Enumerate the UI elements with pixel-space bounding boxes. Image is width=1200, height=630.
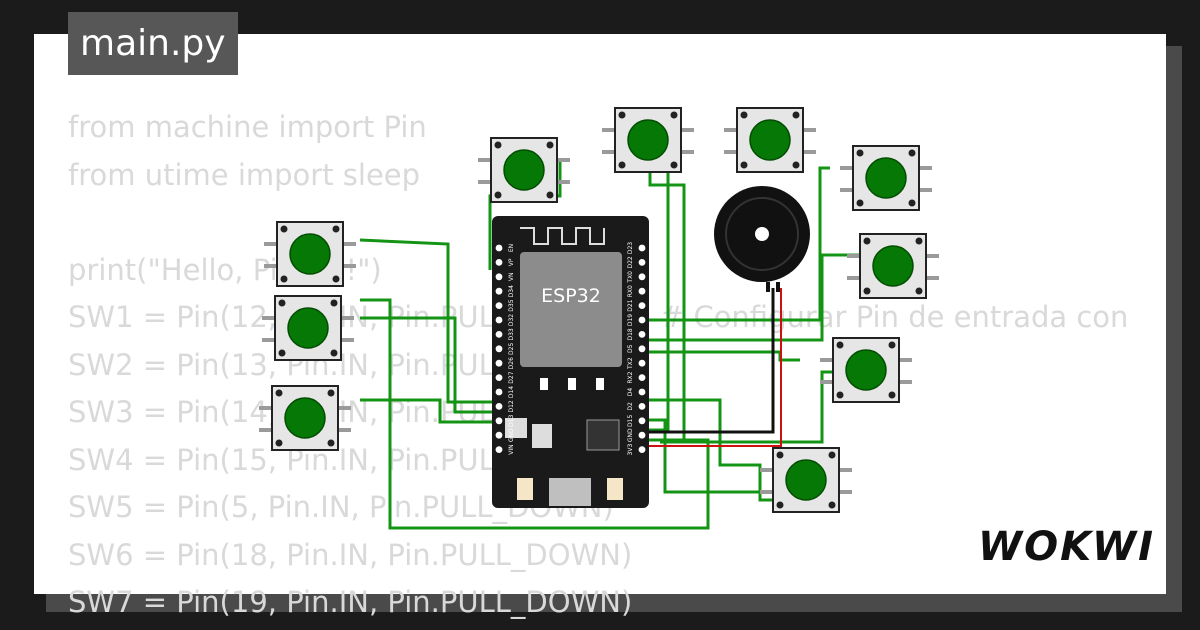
pin-label: D13 xyxy=(508,414,515,426)
pin-label: D35 xyxy=(508,299,515,311)
push-button[interactable] xyxy=(262,295,354,361)
code-line: from utime import sleep xyxy=(68,157,421,192)
pin[interactable] xyxy=(638,287,646,295)
pin-label: D18 xyxy=(627,328,634,340)
pin[interactable] xyxy=(495,345,503,353)
code-listing: from machine import Pin from utime import… xyxy=(68,104,1128,627)
push-button[interactable] xyxy=(847,233,939,299)
pin[interactable] xyxy=(495,259,503,266)
pin-label: D4 xyxy=(627,388,634,397)
pin[interactable] xyxy=(638,431,646,439)
pin[interactable] xyxy=(495,302,503,309)
pin[interactable] xyxy=(638,446,646,453)
pin-label: TX0 xyxy=(627,271,634,284)
push-button[interactable] xyxy=(259,385,351,451)
pin[interactable] xyxy=(638,273,646,281)
pin-label: D21 xyxy=(627,299,634,311)
pin-label: 3V3 xyxy=(627,444,634,456)
pin-label: VIN xyxy=(508,444,515,454)
pin-label: RX0 xyxy=(627,285,634,297)
pin[interactable] xyxy=(495,287,503,295)
pin-label: VN xyxy=(508,273,515,282)
pin[interactable] xyxy=(495,403,503,410)
pin[interactable] xyxy=(638,259,646,266)
pin-label: RX2 xyxy=(627,371,634,383)
pin-label: D15 xyxy=(627,414,634,426)
pin-label: EN xyxy=(508,244,515,252)
code-line: from machine import Pin xyxy=(68,110,427,144)
pin[interactable] xyxy=(638,331,646,338)
pin-label: D22 xyxy=(627,256,634,268)
pin[interactable] xyxy=(495,273,503,281)
pin[interactable] xyxy=(495,431,503,439)
esp32-label: ESP32 xyxy=(541,285,601,307)
pin-label: D2 xyxy=(627,402,634,411)
code-line: SW7 = Pin(19, Pin.IN, Pin.PULL_DOWN) xyxy=(68,585,633,619)
push-button[interactable] xyxy=(264,221,356,287)
file-tab[interactable]: main.py xyxy=(68,12,238,75)
esp32-chip xyxy=(520,252,622,367)
pin[interactable] xyxy=(638,244,646,252)
pin-label: D5 xyxy=(627,344,634,353)
pin[interactable] xyxy=(638,403,646,410)
esp32-board[interactable]: ESP32 ENVPVND34D35D32D33D25D26D27D14D12D… xyxy=(492,216,649,508)
buzzer[interactable] xyxy=(714,186,810,292)
pin[interactable] xyxy=(638,388,646,396)
pin-label: VP xyxy=(508,258,515,266)
pin[interactable] xyxy=(495,359,503,367)
pin-label: D34 xyxy=(508,285,515,297)
pin[interactable] xyxy=(638,316,646,324)
code-line: SW6 = Pin(18, Pin.IN, Pin.PULL_DOWN) xyxy=(68,537,633,572)
pin[interactable] xyxy=(638,345,646,353)
pin-label: D23 xyxy=(627,242,634,254)
push-button[interactable] xyxy=(602,107,694,173)
pin[interactable] xyxy=(495,417,503,425)
push-button[interactable] xyxy=(820,337,912,403)
pin-label: D27 xyxy=(508,371,515,383)
pin-label: D12 xyxy=(508,400,515,412)
pin-label: D33 xyxy=(508,328,515,340)
pin-label: D32 xyxy=(508,314,515,326)
pin[interactable] xyxy=(495,331,503,338)
push-button[interactable] xyxy=(840,145,932,211)
pin-label: D26 xyxy=(508,357,515,369)
push-button[interactable] xyxy=(478,137,570,203)
pin[interactable] xyxy=(638,302,646,309)
pin[interactable] xyxy=(495,316,503,324)
pin[interactable] xyxy=(638,359,646,367)
pin[interactable] xyxy=(495,374,503,381)
pin[interactable] xyxy=(495,446,503,453)
push-button[interactable] xyxy=(760,447,852,513)
pin-label: GND xyxy=(508,428,515,442)
pin[interactable] xyxy=(638,374,646,381)
pin[interactable] xyxy=(495,244,503,252)
pin[interactable] xyxy=(495,388,503,396)
pin-label: D25 xyxy=(508,342,515,354)
pin-label: TX2 xyxy=(627,357,634,370)
pin[interactable] xyxy=(638,417,646,425)
push-button[interactable] xyxy=(724,107,816,173)
pin-label: D19 xyxy=(627,314,634,326)
pin-label: GND xyxy=(627,428,634,442)
pin-label: D14 xyxy=(508,386,515,398)
wokwi-logo: WOKWI xyxy=(978,524,1156,570)
